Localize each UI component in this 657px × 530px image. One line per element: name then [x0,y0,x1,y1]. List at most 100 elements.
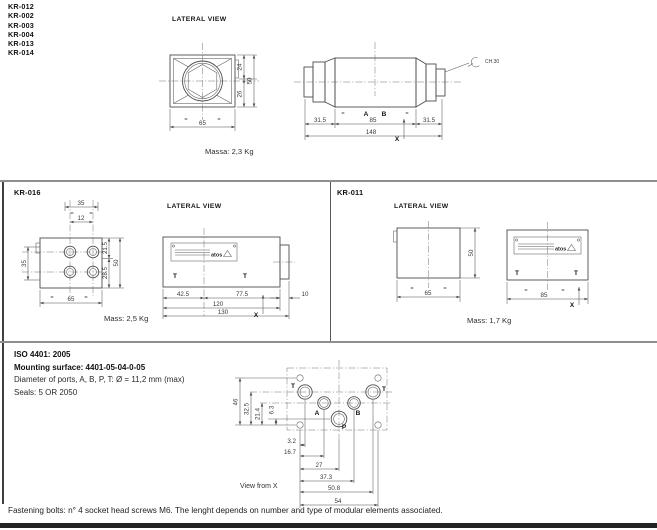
port-circles [297,384,381,428]
dim-label: 148 [366,129,377,136]
dim-label: 32.5 [244,402,251,415]
equal-tick: = [184,117,187,123]
model-code: KR-012 [8,2,34,11]
port-label-p: P [342,424,347,431]
dim-label: 27 [316,462,323,469]
nameplate: atos [170,242,238,262]
dim-label: 46 [233,398,240,405]
lateral-view-label: LATERAL VIEW [167,203,222,210]
port-label-b: B [356,410,361,417]
view-from-x-label: View from X [240,483,278,490]
dim-label: 35 [78,200,85,207]
port-label-t: T [291,383,295,390]
port-label-t: T [382,386,386,393]
dim-label: 50.8 [328,485,341,492]
left-border [2,182,4,504]
x-label: X [570,302,575,309]
port-label-b: B [382,111,387,118]
bolt-holes [296,374,382,429]
bottom-rule [0,523,657,528]
kr016-side-view-drawing: atos T T 42.5 77.5 10 120 130 [162,228,309,319]
dimension-lines: 35 = = 12 35 21.5 28.5 50 = [21,200,124,307]
valve-front-view-drawing: 24 26 50 = = 65 [159,43,259,131]
dim-label: 65 [425,290,432,297]
equal-tick: = [410,286,413,292]
dim-label: 31.5 [423,117,436,124]
mass-value: Massa: 2,3 Kg [205,147,254,156]
seals-line: Seals: 5 OR 2050 [14,387,78,397]
mounting-surface-outline [286,367,388,431]
equal-tick: = [561,288,564,294]
equal-tick: = [341,111,344,117]
fastening-bolts-note: Fastening bolts: n° 4 socket head screws… [8,506,443,515]
model-code: KR-011 [337,188,364,197]
model-code-list: KR-012 KR-002 KR-003 KR-004 KR-013 KR-01… [8,2,34,58]
dim-label: 3.2 [287,438,296,445]
port-label-t: T [574,270,578,277]
port-label-t: T [243,273,247,280]
valve-side-view-drawing: CH.30 = A B = 31.5 85 31.5 X 148 [294,42,499,143]
port-label-a: A [364,111,369,118]
kr011-side-view-drawing: atos T T = = 85 X [506,222,589,309]
wrench-icon [471,57,480,68]
equal-tick: = [217,117,220,123]
model-code: KR-003 [8,20,34,30]
panel-divider [330,182,331,341]
equal-tick: = [524,288,527,294]
valve-body-outline [303,57,446,108]
x-label: X [254,312,259,319]
iso-spec-text: ISO 4401: 2005 Mounting surface: 4401-05… [14,349,185,399]
horizontal-rule [0,341,657,343]
equal-tick: = [89,211,92,217]
equal-tick: = [70,211,73,217]
dim-label: 26 [237,90,244,97]
dim-label: 37.3 [320,474,333,481]
dim-label: 77.5 [236,291,249,298]
atos-triangle-icon [566,244,577,251]
model-code: KR-016 [14,188,41,197]
dim-label: 42.5 [177,291,190,298]
mass-value: Mass: 2,5 Kg [104,314,149,323]
mounting-surface-line: Mounting surface: 4401-05-04-0-05 [14,362,146,372]
dim-label: 21.4 [255,407,262,420]
dim-label: 85 [541,292,548,299]
ports-diameter-line: Diameter of ports, A, B, P, T: Ø = 11,2 … [14,375,185,385]
mass-value: Mass: 1,7 Kg [467,316,512,325]
dim-label: 10 [302,291,309,298]
dim-label: 28.5 [102,266,109,279]
mounting-surface-drawing: T T A B P 46 32.5 21.4 6.3 [233,360,392,508]
dim-label: 54 [335,498,342,505]
dim-label: 85 [370,117,377,124]
x-label: X [395,136,400,143]
nameplate: atos [513,236,582,255]
dimension-lines: 42.5 77.5 10 120 130 X [162,281,309,319]
dimension-lines: 50 = = 65 [396,227,480,302]
dim-label: 6.3 [269,405,276,414]
kr011-front-view-drawing: 50 = = 65 [393,221,480,302]
dim-label: 50 [247,77,254,84]
brand-logo-text: atos [555,247,566,253]
dim-label: 21.5 [102,241,109,254]
dim-label: 24 [237,63,244,70]
kr016-front-view-drawing: 35 = = 12 35 21.5 28.5 50 = [21,200,124,307]
wrench-size-label: CH.30 [485,59,499,65]
dim-label: 16.7 [284,449,297,456]
dim-label: 65 [68,296,75,303]
iso-title: ISO 4401: 2005 [14,350,71,359]
port-label-t: T [173,273,177,280]
dim-label: 50 [468,249,475,256]
equal-tick: = [443,286,446,292]
model-code: KR-013 [8,39,34,49]
brand-logo-text: atos [211,253,222,259]
port-label-t: T [515,270,519,277]
port-label-a: A [315,410,320,417]
dim-label: 120 [213,301,224,308]
horizontal-rule [0,180,657,182]
lateral-view-label: LATERAL VIEW [394,203,449,210]
dim-label: 130 [218,309,229,316]
model-code: KR-002 [8,11,34,21]
port-holes [63,245,100,279]
equal-tick: = [50,295,53,301]
equal-tick: = [405,111,408,117]
dimension-lines: 24 26 50 = = 65 [169,54,257,131]
